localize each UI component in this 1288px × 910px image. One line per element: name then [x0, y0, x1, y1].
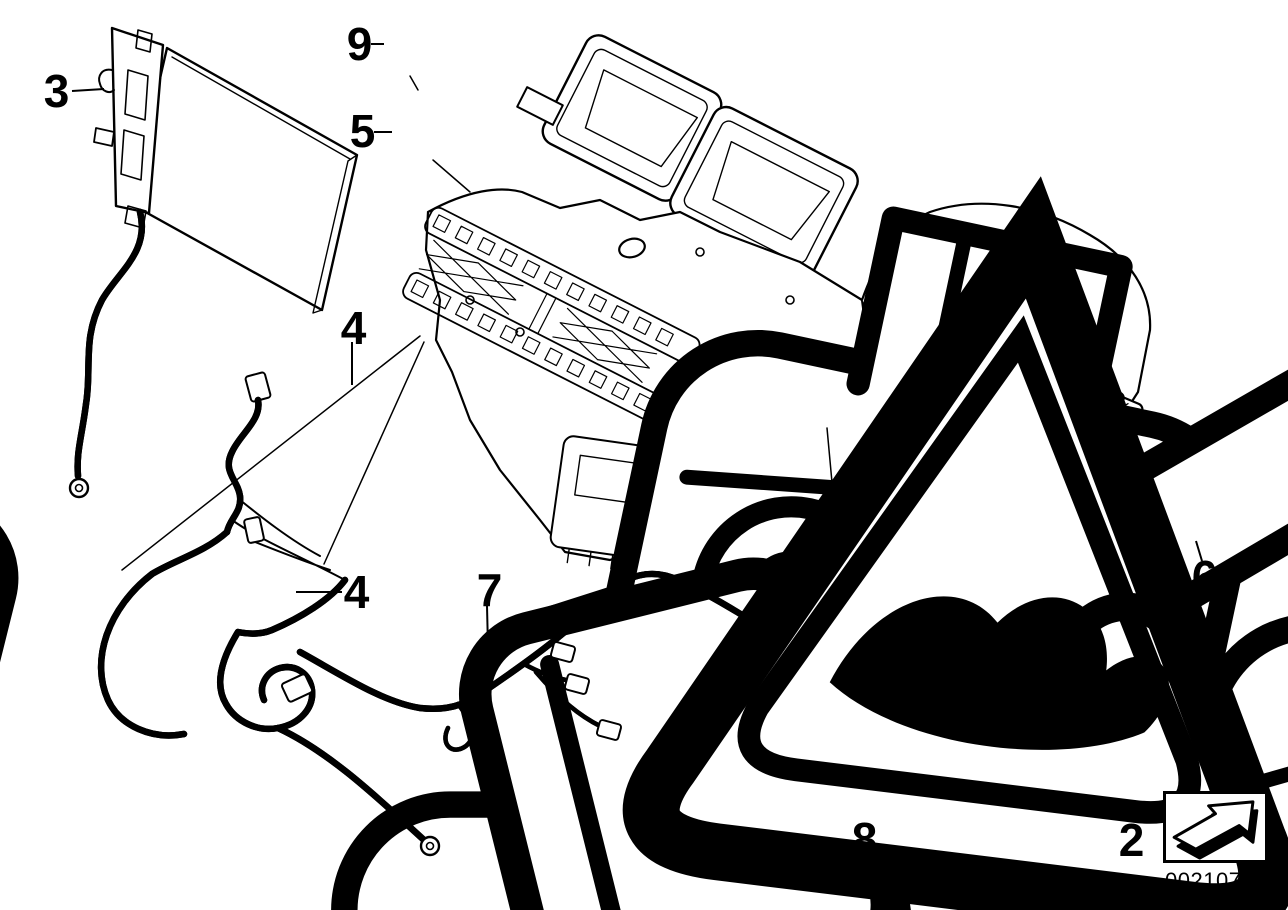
aux-heater-cable — [68, 208, 142, 499]
temp-sensor-lower — [0, 429, 150, 910]
callout-6-right[interactable]: 6 — [1191, 551, 1218, 604]
callout-2[interactable]: 2 — [1118, 814, 1145, 867]
callout-3[interactable]: 3 — [43, 65, 70, 118]
callout-8[interactable]: 8 — [851, 813, 878, 866]
doc-number: 00210763 — [1165, 868, 1267, 893]
direction-arrow-icon — [1172, 800, 1259, 860]
callout-7[interactable]: 7 — [476, 564, 503, 617]
callout-9[interactable]: 9 — [346, 18, 373, 71]
callout-4-lower[interactable]: 4 — [343, 566, 370, 619]
callout-1[interactable]: 1 — [1124, 684, 1151, 737]
ground-cable — [101, 528, 441, 857]
callout-5[interactable]: 5 — [349, 105, 376, 158]
sensor-wiring — [223, 371, 346, 581]
callout-6-left[interactable]: 6 — [791, 550, 818, 603]
heater-core-part — [93, 26, 359, 314]
direction-arrow-box — [1163, 791, 1268, 863]
callout-4-upper[interactable]: 4 — [340, 302, 367, 355]
